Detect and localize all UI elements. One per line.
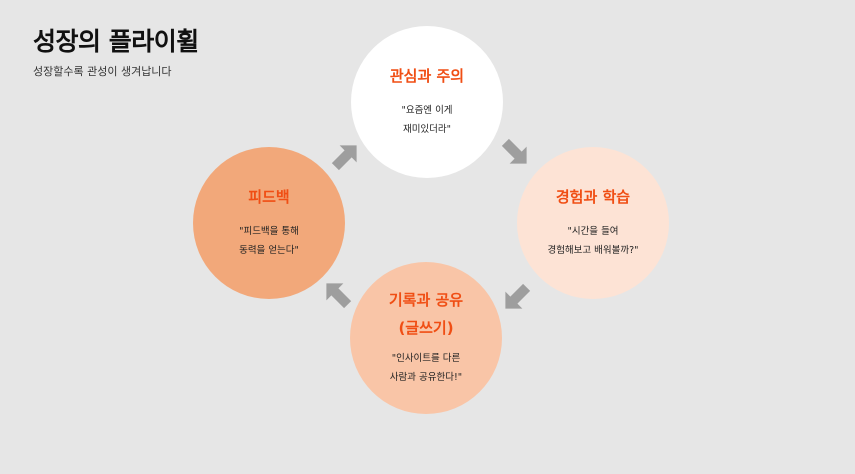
arrow-down-right-icon [501, 138, 527, 164]
arrow-up-left-icon [326, 283, 352, 309]
page-title: 성장의 플라이휠 [33, 27, 199, 56]
node-learning: 경험과 학습 "시간을 들여 경험해보고 배워볼까?" [517, 147, 669, 299]
node-sharing-quote: "인사이트를 다른 사람과 공유한다!" [389, 353, 463, 383]
page-subtitle: 성장할수록 관성이 생겨납니다 [33, 65, 172, 78]
node-feedback: 피드백 "피드백을 통해 동력을 얻는다" [193, 147, 345, 299]
node-sharing: 기록과 공유 (글쓰기) "인사이트를 다른 사람과 공유한다!" [350, 262, 502, 414]
node-sharing-subtitle: (글쓰기) [398, 319, 454, 337]
arrow-down-left-shape [505, 283, 531, 309]
arrow-learning-to-sharing [496, 278, 536, 318]
arrow-up-right-shape [331, 145, 357, 171]
arrow-sharing-to-feedback [317, 274, 357, 314]
arrow-down-right-shape [501, 138, 527, 164]
node-feedback-title: 피드백 [248, 188, 290, 206]
node-interest-quote: "요즘엔 이게 재미있더라" [401, 105, 453, 135]
node-interest-title: 관심과 주의 [389, 67, 465, 85]
arrow-up-right-icon [331, 145, 357, 171]
node-sharing-title: 기록과 공유 [388, 291, 464, 309]
arrow-down-left-icon [505, 283, 531, 309]
node-learning-title: 경험과 학습 [555, 188, 631, 206]
arrow-feedback-to-interest [326, 136, 366, 176]
node-feedback-quote: "피드백을 통해 동력을 얻는다" [239, 226, 299, 256]
arrow-interest-to-learning [496, 133, 536, 173]
node-learning-quote: "시간을 들여 경험해보고 배워볼까?" [547, 226, 639, 256]
node-interest: 관심과 주의 "요즘엔 이게 재미있더라" [351, 26, 503, 178]
arrow-up-left-shape [326, 283, 352, 309]
